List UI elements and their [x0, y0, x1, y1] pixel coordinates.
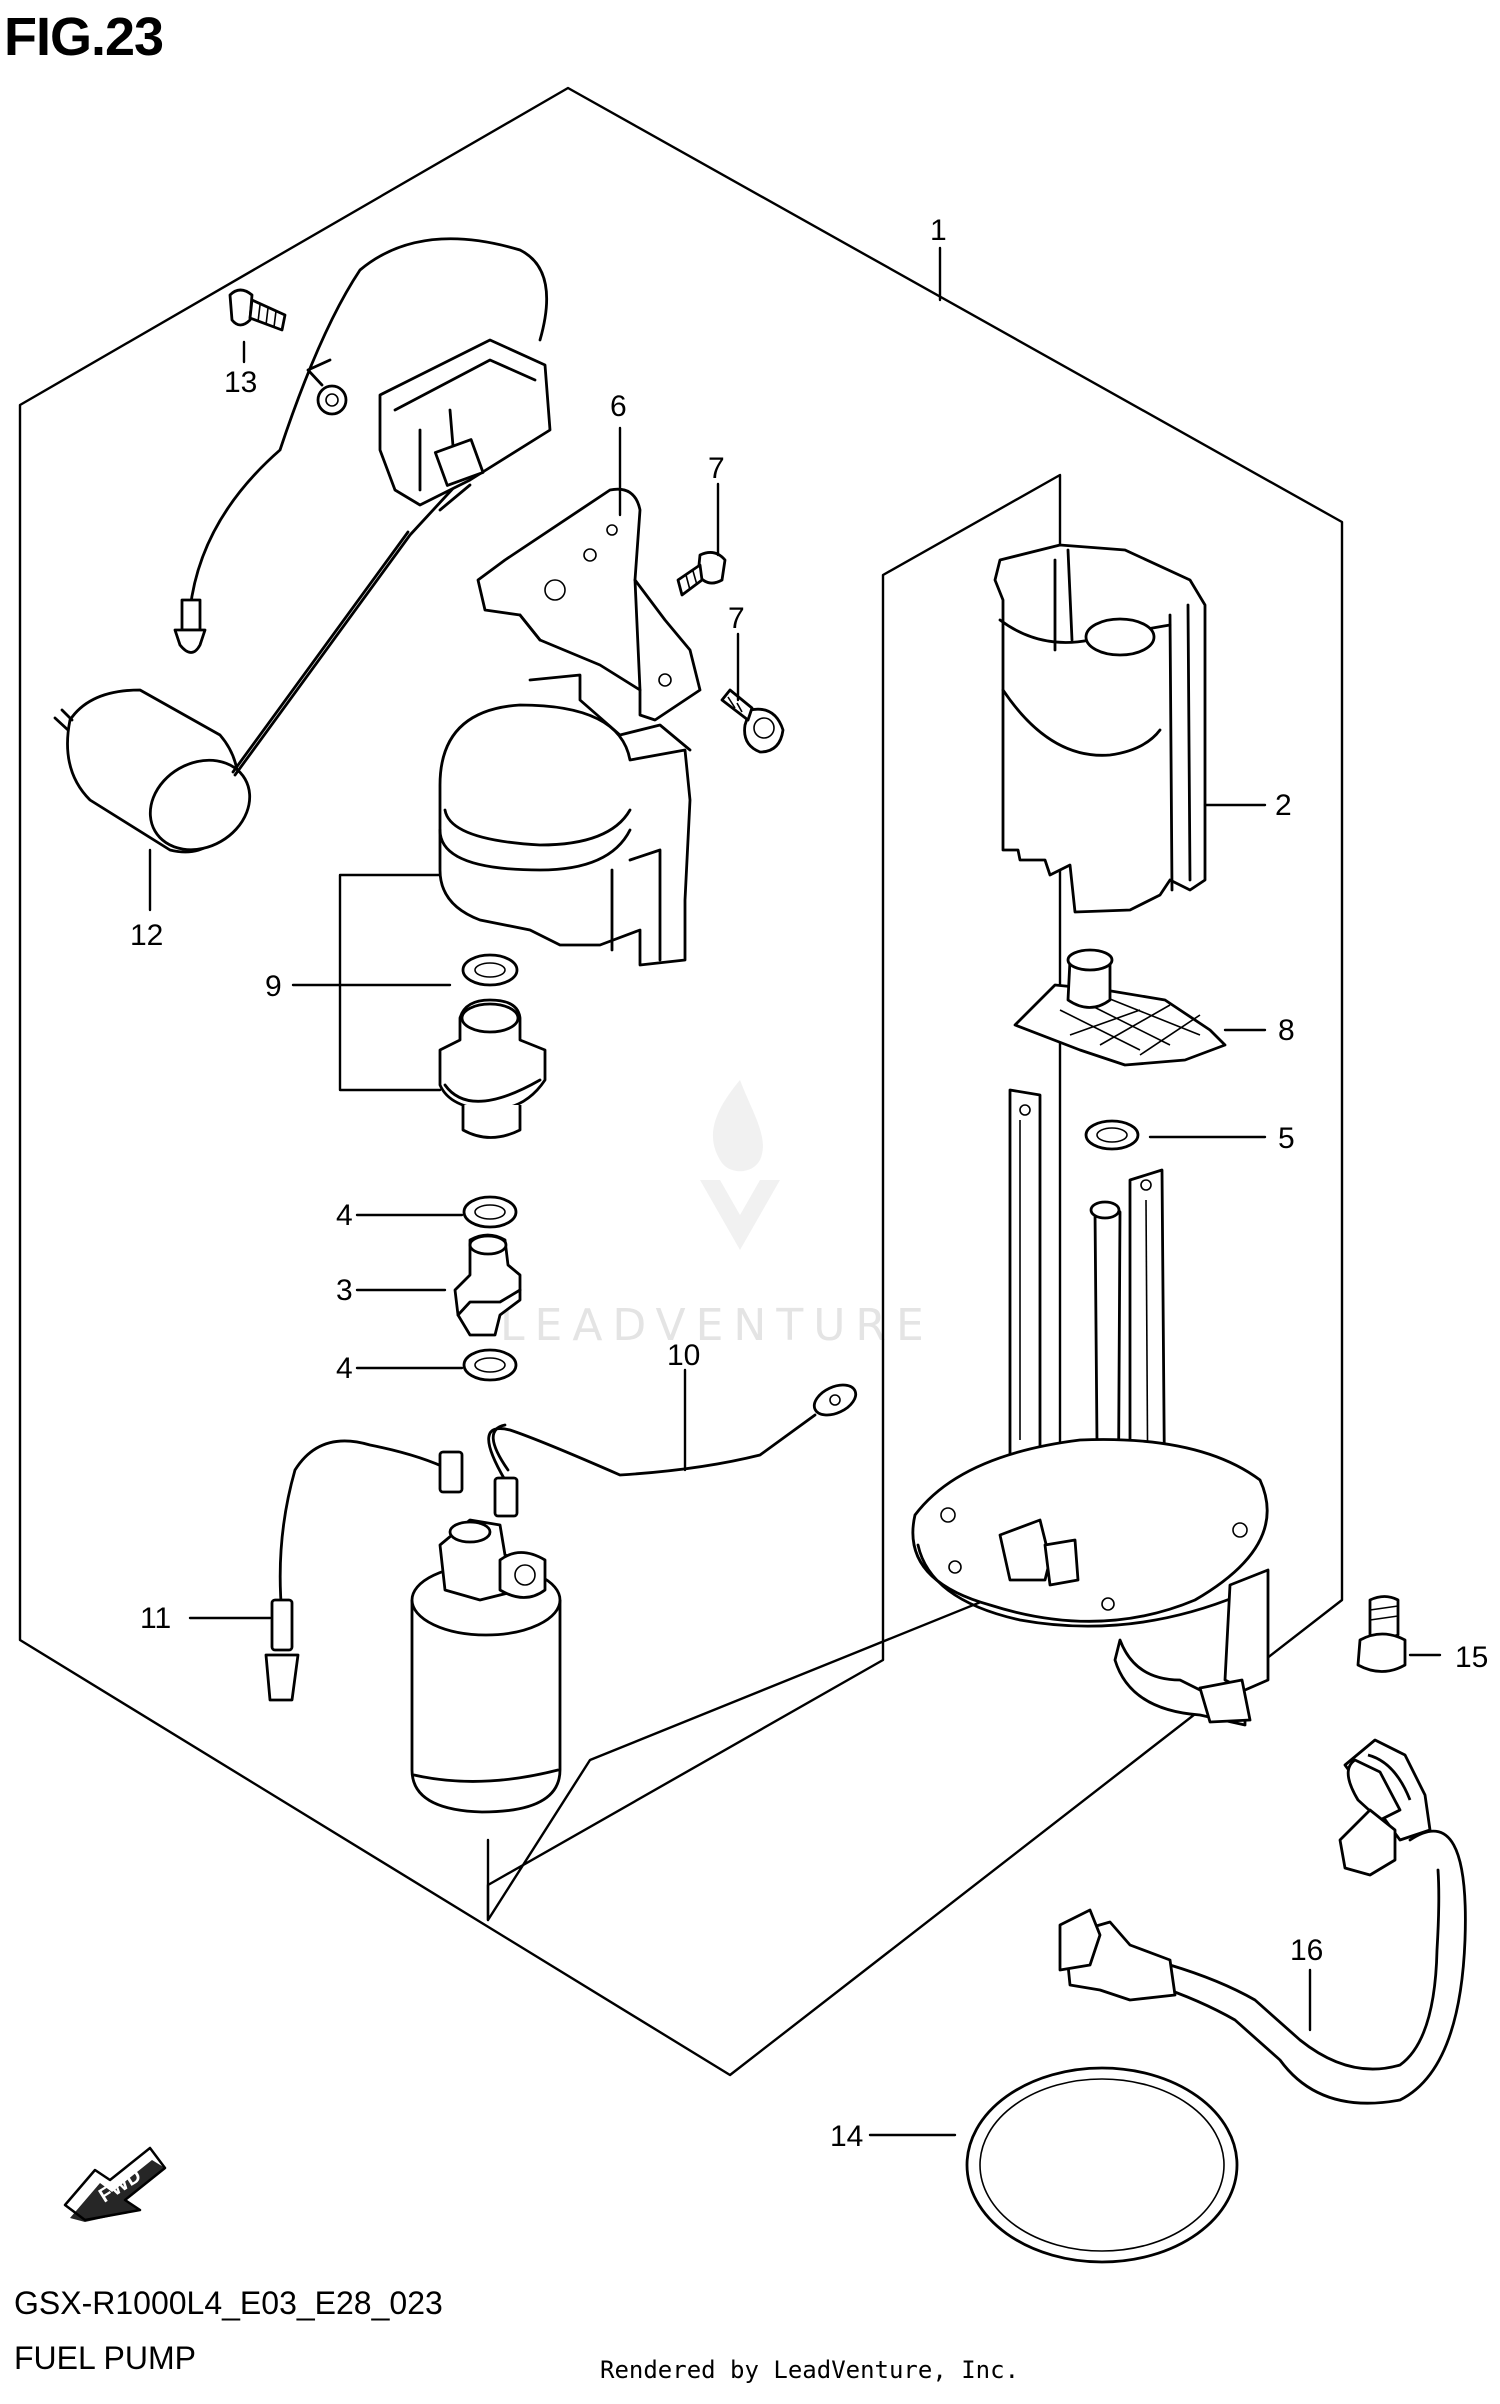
callout-6: 6 — [610, 390, 627, 423]
leader-lines — [148, 246, 1442, 2137]
fuel-pump-body — [410, 1518, 562, 1814]
bracket-part-6 — [476, 487, 702, 722]
gasket-part-14 — [965, 2066, 1239, 2264]
o-ring-part-5 — [1084, 1119, 1140, 1151]
watermark-text: LEADVENTURE — [500, 1300, 934, 1351]
fuel-hose-part-16 — [1058, 1738, 1467, 2105]
model-code: GSX-R1000L4_E03_E28_023 — [14, 2285, 443, 2321]
callout-4-lower: 4 — [336, 1352, 353, 1385]
sender-wire — [188, 237, 549, 612]
fwd-arrow: FWD — [63, 2146, 167, 2222]
assembly-outline-outer — [18, 86, 1344, 2077]
pressure-regulator-part-9 — [438, 673, 692, 1139]
callout-15: 15 — [1455, 1641, 1488, 1674]
callout-5: 5 — [1278, 1122, 1295, 1155]
fuel-level-sender-part-12 — [53, 468, 472, 854]
fuel-filter-part-8 — [1013, 948, 1227, 1067]
callout-9: 9 — [265, 970, 282, 1003]
callout-11: 11 — [140, 1602, 171, 1635]
sender-connector-housing — [378, 338, 552, 512]
callout-4-upper: 4 — [336, 1199, 353, 1232]
callout-2: 2 — [1275, 789, 1292, 822]
callout-8: 8 — [1278, 1014, 1295, 1047]
assembly-outline-inner — [486, 473, 1062, 1922]
callout-3: 3 — [336, 1274, 353, 1307]
screw-part-7-upper — [676, 551, 727, 597]
o-ring-part-4-upper — [462, 1195, 518, 1229]
section-name: FUEL PUMP — [14, 2340, 196, 2376]
screw-part-7-lower — [720, 688, 785, 754]
callout-10: 10 — [667, 1339, 700, 1372]
render-credit: Rendered by LeadVenture, Inc. — [600, 2356, 1020, 2384]
harness-wire-part-10 — [487, 1383, 858, 1518]
callout-1: 1 — [930, 214, 947, 247]
callout-12: 12 — [130, 919, 163, 952]
callout-16: 16 — [1290, 1934, 1323, 1967]
pump-housing-part-2 — [993, 543, 1207, 914]
callout-7-upper: 7 — [708, 452, 725, 485]
watermark-logo — [700, 1080, 780, 1250]
screw-part-13 — [228, 288, 287, 332]
callout-7-lower: 7 — [728, 602, 745, 635]
bolt-part-15 — [1356, 1595, 1407, 1673]
callout-14: 14 — [830, 2120, 863, 2153]
callout-13: 13 — [224, 366, 257, 399]
fitting-part-3 — [453, 1233, 522, 1337]
harness-wire-part-11 — [264, 1439, 464, 1702]
o-ring-part-4-lower — [462, 1348, 518, 1382]
pump-flange-assembly — [911, 1088, 1270, 1727]
figure-title: FIG.23 — [4, 7, 164, 67]
